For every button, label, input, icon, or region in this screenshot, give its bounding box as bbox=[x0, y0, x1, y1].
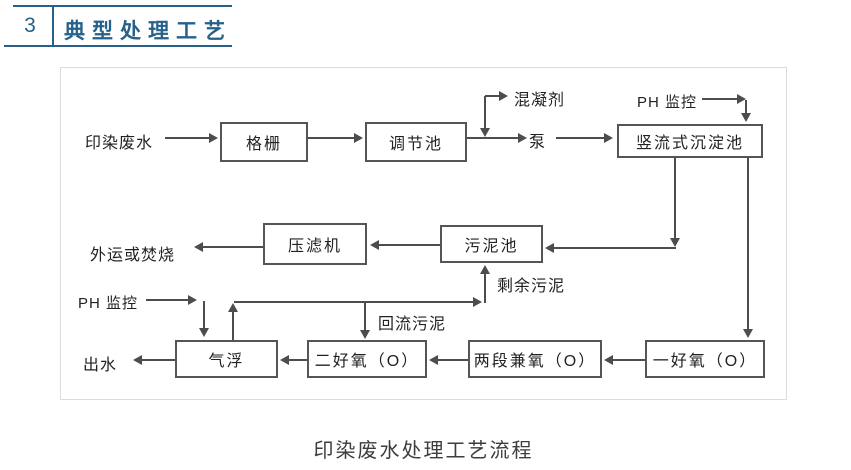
flow-line bbox=[308, 137, 355, 139]
label-excess-sludge: 剩余污泥 bbox=[497, 278, 566, 295]
arrowhead bbox=[199, 328, 209, 337]
flow-line bbox=[289, 359, 307, 361]
flow-line bbox=[165, 137, 210, 139]
arrowhead bbox=[194, 242, 203, 252]
box-bar-screen: 格栅 bbox=[220, 122, 308, 162]
arrowhead bbox=[545, 243, 554, 253]
label-pump: 泵 bbox=[529, 134, 547, 151]
header-bottom-rule bbox=[4, 45, 232, 47]
arrowhead bbox=[209, 133, 218, 143]
arrowhead bbox=[133, 355, 142, 365]
box-air-flotation: 气浮 bbox=[175, 340, 278, 378]
flow-line bbox=[146, 299, 189, 301]
arrowhead bbox=[604, 355, 613, 365]
box-sludge-tank: 污泥池 bbox=[440, 225, 543, 263]
flow-line bbox=[232, 312, 234, 340]
header-divider bbox=[52, 7, 54, 46]
figure-caption: 印染废水处理工艺流程 bbox=[313, 440, 534, 462]
flow-line bbox=[702, 98, 738, 100]
arrowhead bbox=[429, 355, 438, 365]
arrowhead bbox=[741, 113, 751, 122]
flow-line bbox=[379, 244, 440, 246]
arrowhead bbox=[499, 91, 508, 101]
flow-line bbox=[485, 95, 500, 97]
arrowhead bbox=[518, 133, 527, 143]
label-coagulant: 混凝剂 bbox=[514, 92, 566, 109]
arrowhead bbox=[228, 303, 238, 312]
label-effluent: 出水 bbox=[83, 357, 118, 374]
flow-line bbox=[674, 158, 676, 240]
arrowhead bbox=[480, 128, 490, 137]
label-return-sludge: 回流污泥 bbox=[378, 316, 447, 333]
arrowhead bbox=[480, 265, 490, 274]
arrowhead bbox=[280, 355, 289, 365]
flow-line bbox=[364, 303, 366, 331]
flow-line bbox=[484, 274, 486, 303]
flow-line bbox=[142, 359, 175, 361]
arrowhead bbox=[370, 240, 379, 250]
flow-line bbox=[203, 301, 205, 329]
flow-line bbox=[613, 359, 645, 361]
box-sedimentation-tank: 竖流式沉淀池 bbox=[617, 124, 763, 158]
flow-line bbox=[745, 100, 747, 114]
label-ph-monitor-top: PH 监控 bbox=[637, 94, 698, 111]
flow-line bbox=[554, 247, 676, 249]
flow-line bbox=[234, 301, 474, 303]
header-top-rule bbox=[13, 5, 232, 7]
flow-line bbox=[203, 246, 263, 248]
arrowhead bbox=[354, 133, 363, 143]
arrowhead bbox=[604, 133, 613, 143]
section-title: 典型处理工艺 bbox=[64, 20, 232, 43]
flow-line bbox=[747, 158, 749, 330]
arrowhead bbox=[360, 330, 370, 339]
flow-line bbox=[556, 137, 605, 139]
box-filter-press: 压滤机 bbox=[263, 223, 367, 265]
label-ph-monitor-bottom: PH 监控 bbox=[78, 295, 139, 312]
box-second-aerobic: 二好氧（O） bbox=[307, 340, 427, 378]
flow-line bbox=[484, 96, 486, 129]
arrowhead bbox=[670, 238, 680, 247]
label-disposal: 外运或焚烧 bbox=[90, 247, 176, 264]
label-influent: 印染废水 bbox=[85, 135, 154, 152]
box-two-stage-facultative: 两段兼氧（O） bbox=[468, 340, 602, 378]
box-first-aerobic: 一好氧（O） bbox=[645, 340, 765, 378]
flow-line bbox=[438, 359, 468, 361]
arrowhead bbox=[737, 94, 746, 104]
arrowhead bbox=[743, 329, 753, 338]
arrowhead bbox=[188, 295, 197, 305]
section-number: 3 bbox=[24, 14, 36, 37]
arrowhead bbox=[473, 297, 482, 307]
flow-line bbox=[467, 137, 519, 139]
box-equalization-tank: 调节池 bbox=[365, 122, 467, 162]
